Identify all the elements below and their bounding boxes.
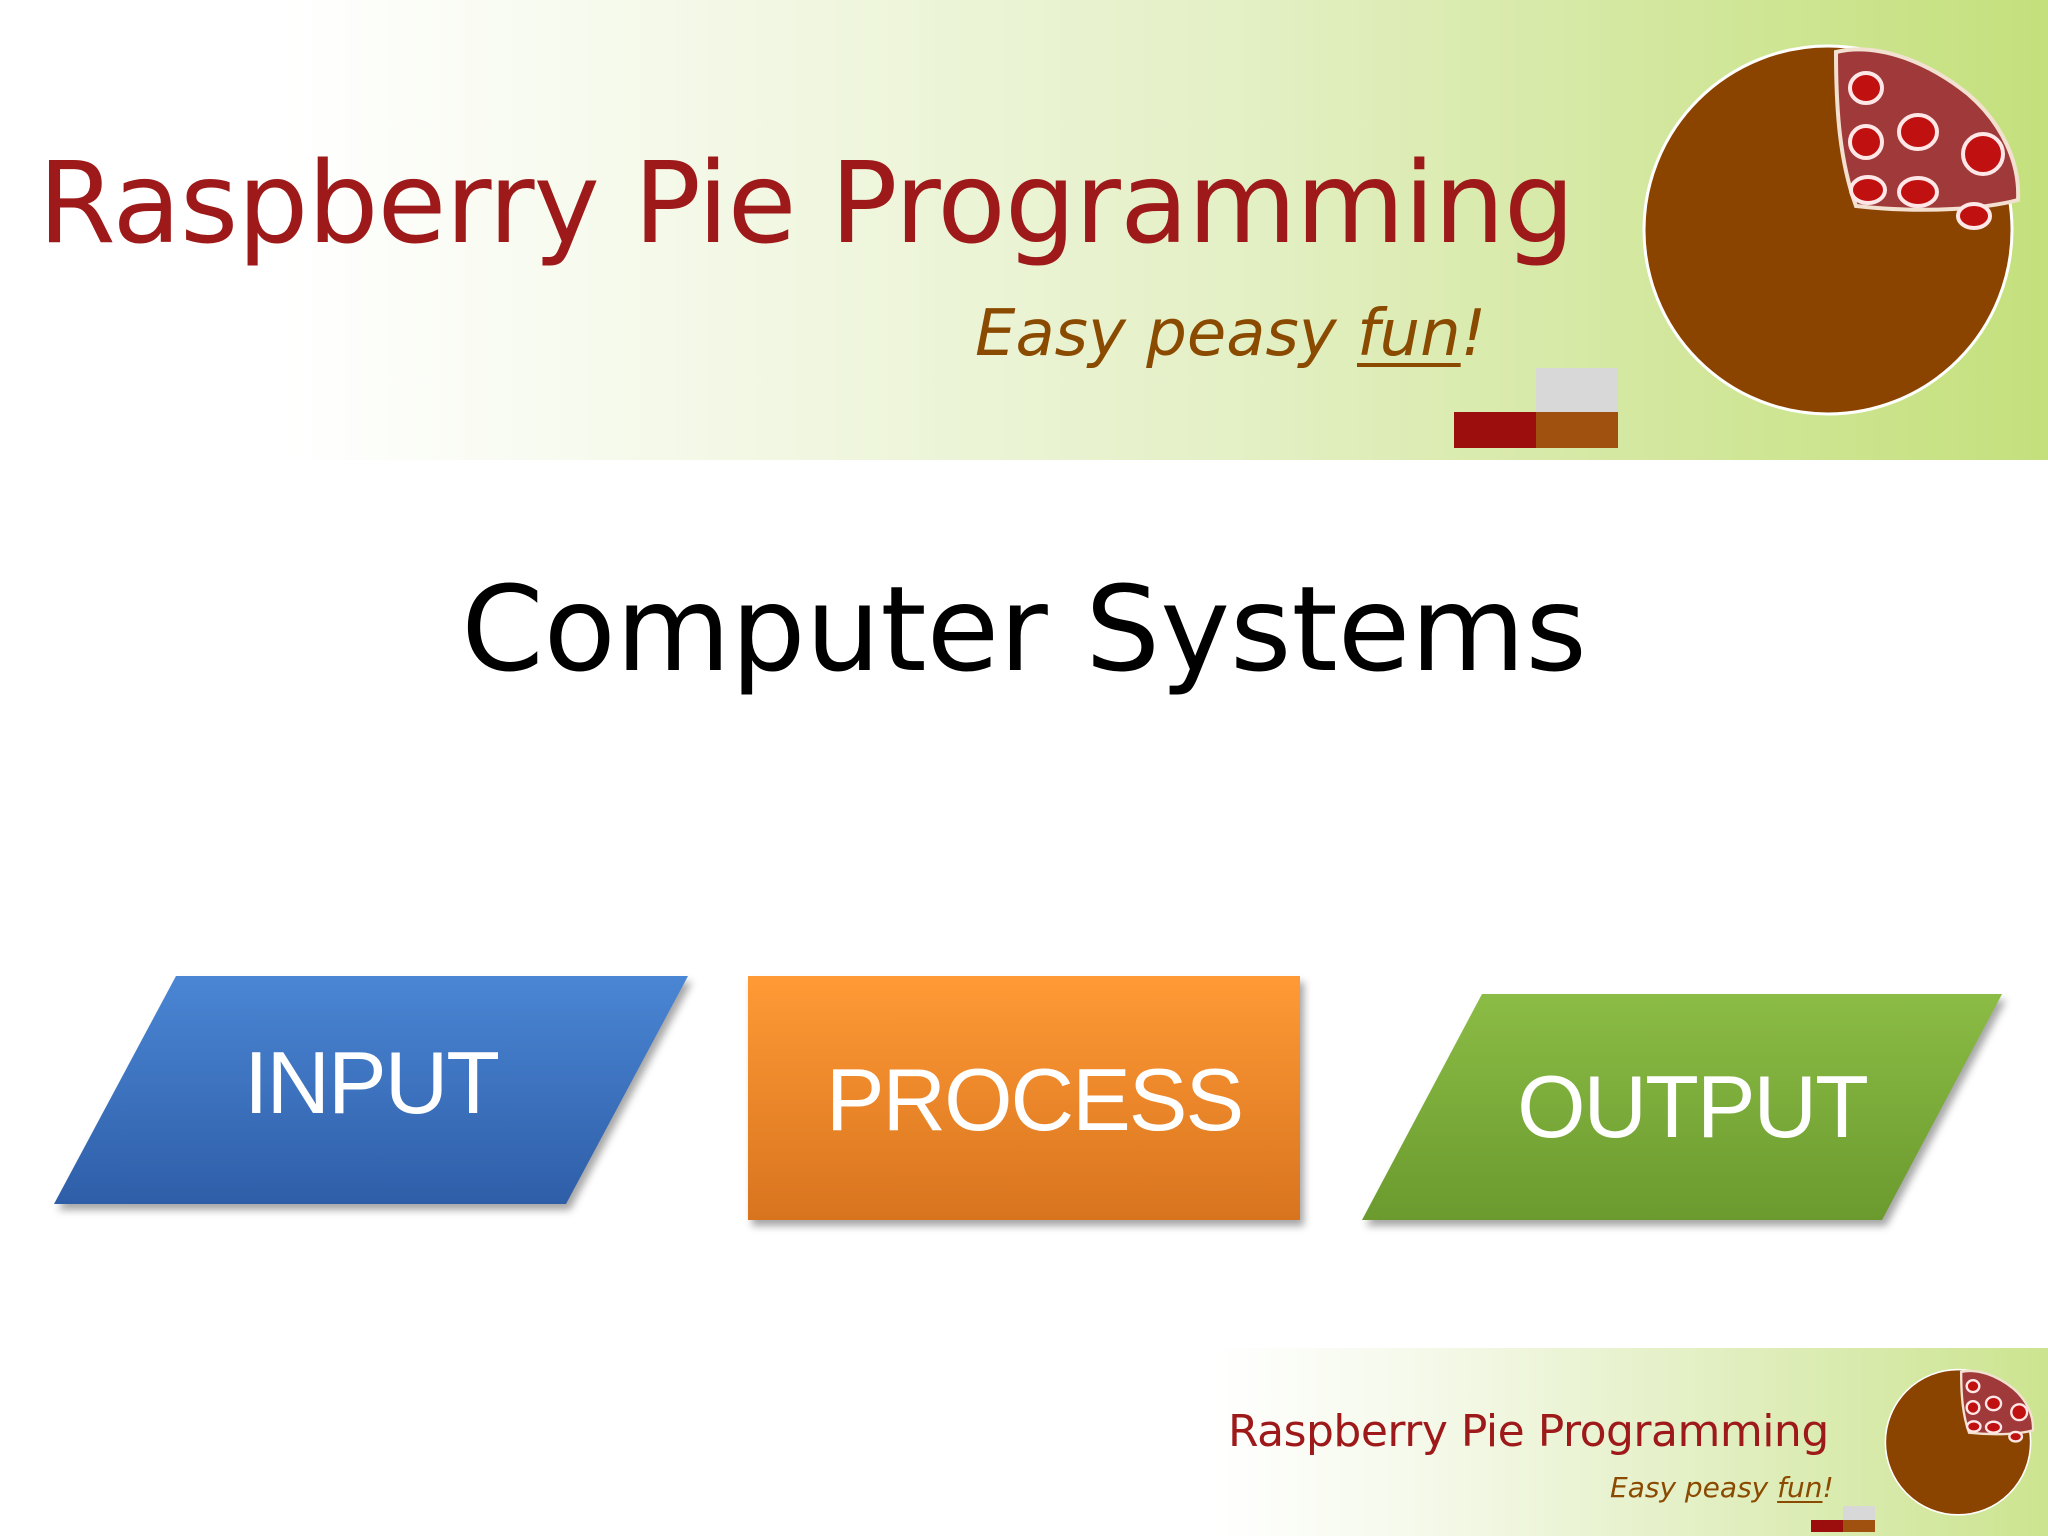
header-banner: Raspberry Pie Programming Easy peasy fun… — [0, 0, 2048, 460]
swatch-grey — [1536, 368, 1618, 412]
footer-swatch-grey — [1843, 1506, 1875, 1520]
footer-brand-title: Raspberry Pie Programming — [1228, 1406, 1829, 1457]
raspberry-pie-icon — [1642, 44, 2021, 416]
input-label: INPUT — [244, 1033, 500, 1132]
footer-brand-tagline: Easy peasy fun! — [1610, 1474, 1834, 1502]
page-title: Computer Systems — [461, 560, 1587, 698]
process-rectangle — [748, 976, 1300, 1220]
footer-raspberry-pie-icon — [1884, 1368, 2035, 1516]
swatch-red — [1454, 412, 1536, 448]
tagline-emphasis: fun — [1357, 297, 1461, 371]
tagline-prefix: Easy peasy — [975, 297, 1357, 371]
brand-tagline: Easy peasy fun! — [975, 302, 1486, 366]
brand-title: Raspberry Pie Programming — [38, 139, 1575, 269]
output-parallelogram — [1362, 994, 2002, 1220]
footer-swatch-brown — [1843, 1520, 1875, 1532]
footer-tagline-emphasis: fun — [1777, 1471, 1823, 1504]
footer-banner: Raspberry Pie Programming Easy peasy fun… — [1214, 1348, 2048, 1536]
input-parallelogram — [54, 976, 688, 1204]
output-shape: OUTPUT — [1362, 994, 2002, 1220]
swatch-brown — [1536, 412, 1618, 448]
output-label: OUTPUT — [1517, 1057, 1869, 1156]
process-label: PROCESS — [825, 1050, 1244, 1149]
footer-tagline-prefix: Easy peasy — [1610, 1471, 1778, 1504]
process-shape: PROCESS — [748, 976, 1300, 1220]
footer-swatch-red — [1811, 1520, 1843, 1532]
footer-tagline-suffix: ! — [1822, 1471, 1834, 1504]
tagline-suffix: ! — [1460, 297, 1487, 371]
input-shape: INPUT — [54, 976, 688, 1204]
